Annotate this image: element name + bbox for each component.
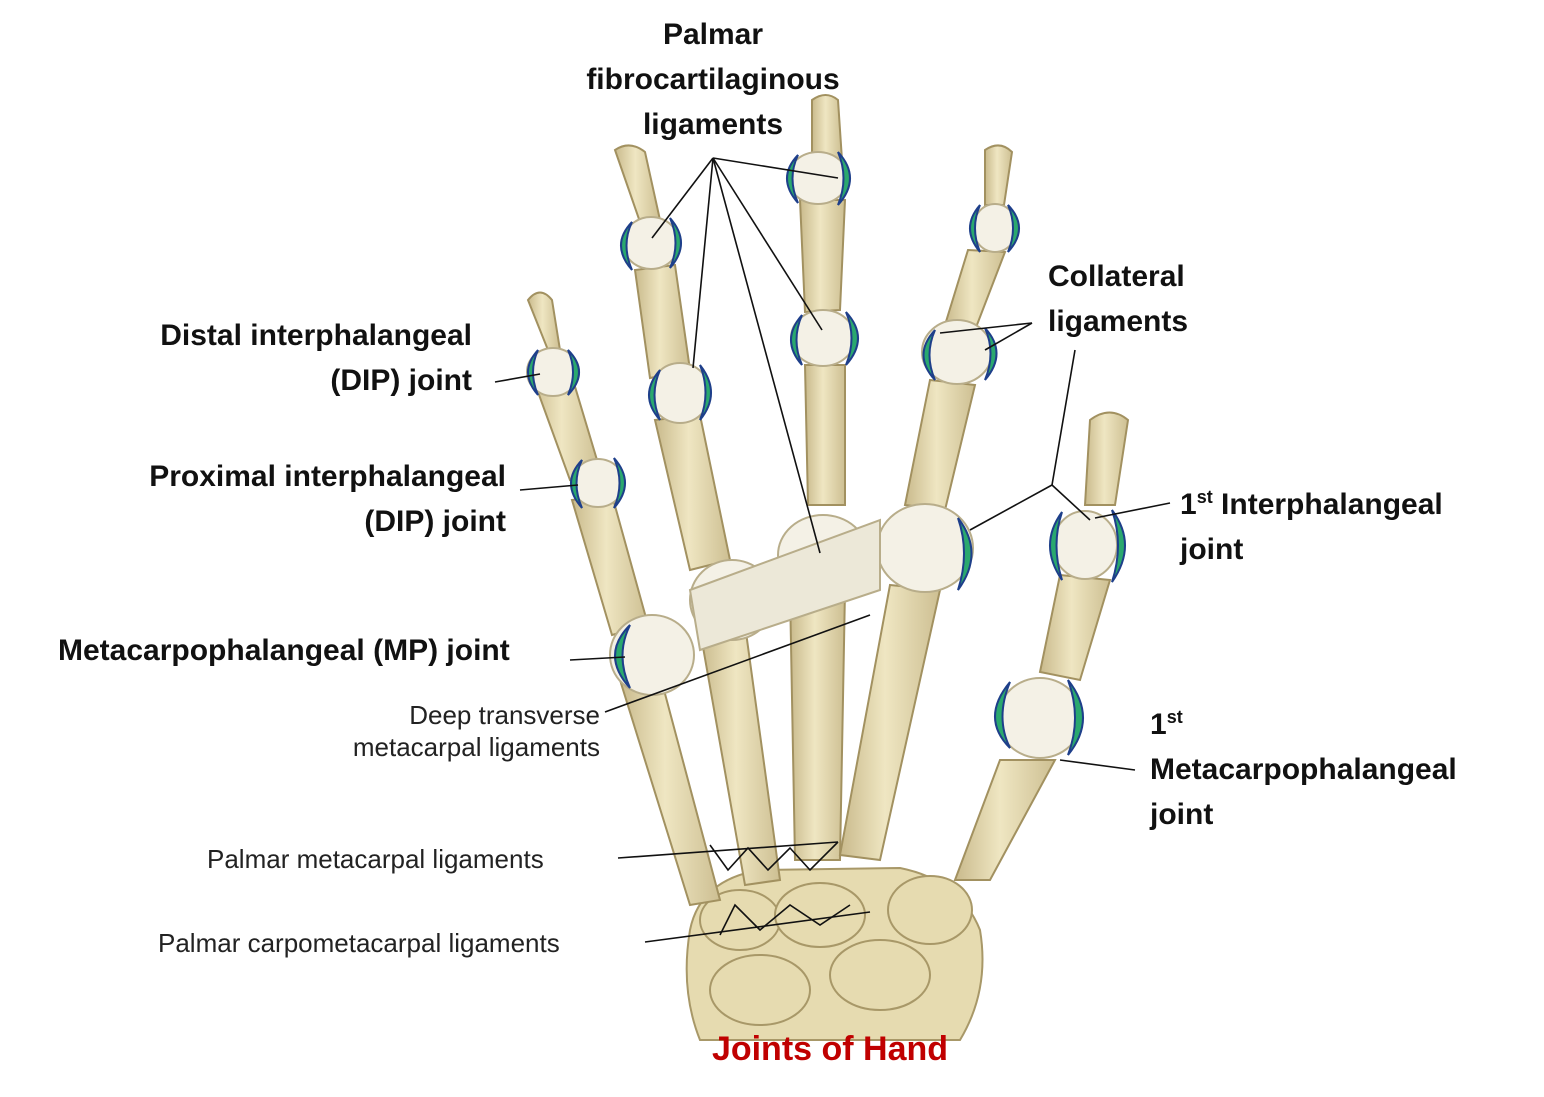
first-mp-line1: 1st: [1150, 702, 1457, 747]
dip-line2: (DIP) joint: [330, 364, 472, 397]
mp-joint-label: Metacarpophalangeal (MP) joint: [58, 628, 510, 673]
diagram-title: Joints of Hand: [711, 1030, 949, 1068]
pip-joint-label: Proximal interphalangeal (DIP) joint: [100, 454, 506, 544]
first-ip-sup: st: [1196, 487, 1213, 507]
joint-capsules: [526, 151, 1118, 759]
deep-transverse-line2: metacarpal ligaments: [352, 732, 600, 762]
mp-line1: Metacarpophalangeal (MP) joint: [58, 634, 510, 667]
palmar-metacarpal-label: Palmar metacarpal ligaments: [207, 843, 544, 875]
palmar-fibrocartilaginous-label: Palmar fibrocartilaginous ligaments: [548, 12, 878, 147]
first-ip-num: 1: [1180, 488, 1197, 521]
carpal-bones: [685, 866, 984, 1041]
deep-transverse-label: Deep transverse metacarpal ligaments: [300, 699, 600, 763]
dip-line1: Distal interphalangeal: [160, 319, 472, 352]
collateral-line2: ligaments: [1048, 305, 1189, 338]
palmar-metacarpal-text: Palmar metacarpal ligaments: [207, 844, 544, 874]
first-ip-rest: Interphalangeal: [1212, 488, 1443, 521]
palmar-fibro-line2: fibrocartilaginous: [586, 63, 840, 96]
first-ip-line2: joint: [1180, 533, 1244, 566]
first-metacarpophalangeal-label: 1st Metacarpophalangeal joint: [1150, 702, 1457, 837]
deep-transverse-line1: Deep transverse: [409, 700, 600, 730]
first-mp-line3: joint: [1150, 798, 1214, 831]
pip-line2: (DIP) joint: [364, 505, 506, 538]
palmar-carpometacarpal-text: Palmar carpometacarpal ligaments: [158, 928, 560, 958]
pip-line1: Proximal interphalangeal: [149, 460, 506, 493]
palmar-fibro-line1: Palmar: [662, 18, 764, 51]
leader-lines: [494, 157, 1171, 943]
first-interphalangeal-label: 1st Interphalangeal joint: [1180, 482, 1443, 572]
palmar-carpometacarpal-label: Palmar carpometacarpal ligaments: [158, 927, 560, 959]
collateral-ligament-markers: [527, 151, 1126, 756]
first-mp-sup: st: [1166, 707, 1183, 727]
dip-joint-label: Distal interphalangeal (DIP) joint: [100, 313, 472, 403]
first-mp-line2: Metacarpophalangeal: [1150, 753, 1457, 786]
collateral-line1: Collateral: [1048, 260, 1185, 293]
first-ip-line1: 1st Interphalangeal: [1180, 482, 1443, 527]
finger-bones: [526, 94, 1130, 907]
palmar-fibro-line3: ligaments: [642, 108, 784, 141]
first-mp-num: 1: [1150, 708, 1167, 741]
collateral-ligaments-label: Collateral ligaments: [1048, 254, 1188, 344]
